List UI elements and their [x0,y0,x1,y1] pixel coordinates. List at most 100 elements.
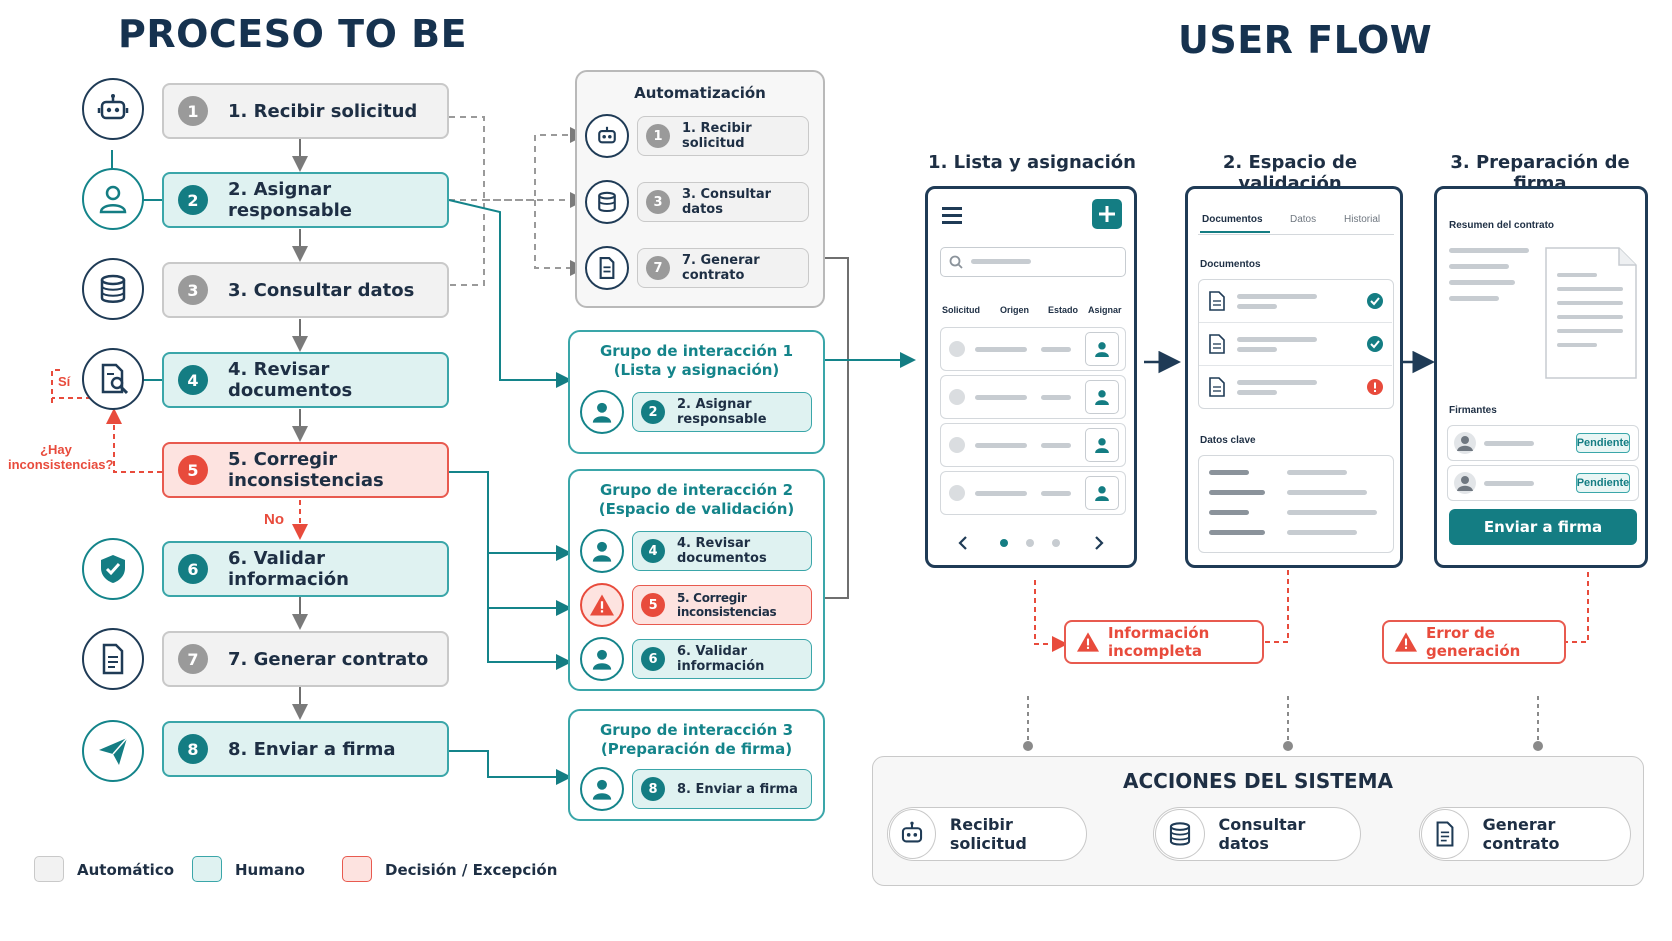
item-number: 7 [646,256,670,280]
assign-button[interactable] [1085,476,1119,510]
warning-icon [580,583,624,627]
screen-1-title: 1. Lista y asignación [928,152,1136,173]
item-label: 8. Enviar a firma [677,781,798,797]
assign-button[interactable] [1085,428,1119,462]
warning-icon [1395,632,1417,652]
document-icon [1209,377,1225,397]
step-number: 4 [178,365,208,395]
step-number: 1 [178,96,208,126]
automation-item-7[interactable]: 7 7. Generar contrato [637,248,809,288]
signer-row[interactable]: Pendiente [1447,425,1639,461]
item-number: 6 [641,647,665,671]
group-title-line-2: (Espacio de validación) [598,500,795,518]
contract-summary-label: Resumen del contrato [1449,220,1555,231]
search-input[interactable] [940,247,1126,277]
step-number: 5 [178,455,208,485]
step-number: 7 [178,644,208,674]
screen-1-list: Solicitud Origen Estado Asignar [925,186,1137,568]
item-number: 8 [641,777,665,801]
user-icon [1095,438,1109,453]
action-label: Consultar datos [1218,815,1306,853]
item-number: 2 [641,400,665,424]
error-label: Información incompleta [1108,624,1210,660]
assign-button[interactable] [1085,380,1119,414]
step-label: 3. Consultar datos [228,279,415,301]
action-label: Generar contrato [1482,815,1560,853]
add-button[interactable] [1092,199,1122,229]
legend-human: Humano [235,861,305,879]
robot-icon [82,78,144,140]
chevron-right-icon[interactable] [1094,536,1104,550]
user-icon [580,767,624,811]
document-search-icon [82,348,144,410]
error-incomplete-info: Información incompleta [1064,620,1264,664]
table-row[interactable] [940,375,1126,419]
user-icon [580,390,624,434]
tab-documentos[interactable]: Documentos [1202,214,1263,225]
send-to-sign-button[interactable]: Enviar a firma [1449,509,1637,545]
alert-icon [1367,379,1383,395]
user-icon [1095,486,1109,501]
group-title-line-1: Grupo de interacción 1 [599,342,794,360]
list-item[interactable] [1199,280,1392,323]
system-action-generate[interactable]: Generar contrato [1419,807,1631,861]
group-2-title: Grupo de interacción 2(Espacio de valida… [570,481,823,519]
step-label: 4. Revisar documentos [228,359,353,401]
step-4[interactable]: 4 4. Revisar documentos [162,352,449,408]
robot-icon [889,809,936,859]
legend-swatch-human [192,856,222,882]
table-row[interactable] [940,471,1126,515]
group-title-line-1: Grupo de interacción 2 [599,481,794,499]
list-item[interactable] [1199,323,1392,366]
signer-row[interactable]: Pendiente [1447,465,1639,501]
legend-swatch-decision [342,856,372,882]
user-icon [1095,390,1109,405]
legend-decision: Decisión / Excepción [385,861,558,879]
system-action-query[interactable]: Consultar datos [1153,807,1361,861]
step-number: 2 [178,185,208,215]
assign-button[interactable] [1085,332,1119,366]
list-item[interactable] [1199,366,1392,409]
tab-datos[interactable]: Datos [1290,214,1317,225]
table-row[interactable] [940,423,1126,467]
document-icon [82,628,144,690]
item-label: 4. Revisar documentos [677,536,767,566]
item-label: 7. Generar contrato [682,253,760,283]
tab-historial[interactable]: Historial [1344,214,1381,225]
system-actions-title: ACCIONES DEL SISTEMA [1123,769,1393,793]
chevron-left-icon[interactable] [958,536,968,550]
document-icon [1209,291,1225,311]
user-icon [580,529,624,573]
section-datos-clave: Datos clave [1200,435,1256,446]
column-header-estado: Estado [1048,305,1079,315]
error-label: Error de generación [1426,624,1521,660]
decision-question: ¿Hay inconsistencias? [8,442,114,472]
system-action-receive[interactable]: Recibir solicitud [887,807,1087,861]
legend-swatch-auto [34,856,64,882]
database-icon [1155,809,1205,859]
user-icon [82,168,144,230]
status-badge: Pendiente [1576,473,1630,493]
interaction-group-1: Grupo de interacción 1(Lista y asignació… [568,330,825,454]
table-row[interactable] [940,327,1126,371]
group-3-item-8[interactable]: 8 8. Enviar a firma [632,769,812,809]
column-header-asignar: Asignar [1088,305,1122,315]
item-label: 3. Consultar datos [682,187,772,217]
menu-icon[interactable] [942,207,962,230]
document-icon [1209,334,1225,354]
interaction-group-2: Grupo de interacción 2(Espacio de valida… [568,469,825,691]
